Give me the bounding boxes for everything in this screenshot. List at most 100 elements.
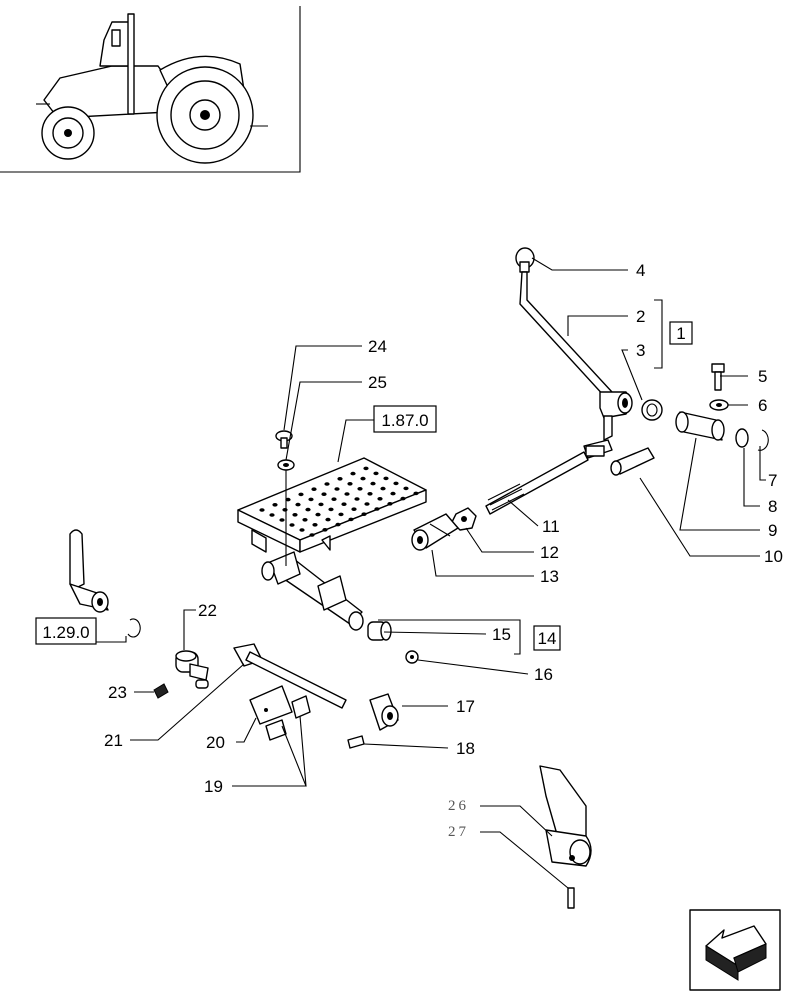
plate-hole [400,496,406,501]
plate-hole [309,533,315,537]
leader-lines [95,257,766,889]
plate-hole [363,466,369,471]
callout-18: 18 [456,739,475,758]
part-4-knob [515,247,535,273]
plate-hole [334,487,340,491]
plate-hole [282,508,288,512]
back-arrow-icon[interactable] [689,909,781,991]
plate-hole [348,517,354,522]
plate-hole [367,492,373,496]
part-22-bush [175,650,209,681]
part-5-bolt [711,363,725,391]
plate-hole [347,482,353,486]
perforated-plate [237,457,427,553]
callout-24: 24 [368,337,387,356]
plate-hole [360,476,366,481]
part-25-washer [277,459,295,471]
plate-hole [403,486,409,491]
plate-hole [298,492,304,497]
part-6-washer [709,399,729,411]
part-17-clamp [369,693,399,731]
part-19-brackets [265,695,311,741]
part-20-plate [249,685,293,725]
gear-lever-assembly [69,529,141,638]
plate-hole [374,507,380,511]
callout-27: 27 [448,824,469,840]
callout-17: 17 [456,697,475,716]
callout-5: 5 [758,367,767,386]
plate-hole [350,471,356,476]
plate-hole [377,497,383,501]
plate-hole [325,517,331,522]
plate-hole [285,497,291,502]
plate-hole [299,528,305,532]
plate-hole [337,477,343,481]
callout-19: 19 [204,777,223,796]
plate-hole [361,512,367,516]
part-23-key [153,683,169,699]
callout-8: 8 [768,497,777,516]
callout-23: 23 [108,683,127,702]
plate-hole [259,508,265,512]
plate-hole [311,487,317,492]
plate-hole [364,502,370,506]
callout-2: 2 [636,307,645,326]
plate-hole [341,502,347,507]
part-11-rod [485,439,613,515]
part-13-fork [411,513,459,551]
plate-hole [354,497,360,501]
plate-hole [302,518,308,522]
plate-hole [322,528,328,532]
part-27-pin [567,887,575,909]
callout-box-1 [669,321,693,345]
plate-hole [344,492,350,496]
plate-hole [373,471,379,476]
part-26-pedal [539,765,592,867]
plate-hole [305,507,311,512]
selector-shaft [261,551,364,631]
plate-hole [289,523,295,527]
plate-hole [351,507,357,512]
callout-13: 13 [540,567,559,586]
callout-20: 20 [206,733,225,752]
plate-hole [383,476,389,481]
tractor-thumbnail-icon [0,6,301,173]
plate-hole [357,487,363,491]
part-9-pivot [675,411,725,441]
plate-hole [308,497,314,502]
plate-hole [413,491,419,496]
callout-22: 22 [198,601,217,620]
callout-3: 3 [636,341,645,360]
plate-hole [272,503,278,507]
part-16-ring [405,650,419,664]
plate-hole [279,518,285,522]
callout-16: 16 [534,665,553,684]
plate-hole [292,513,298,517]
part-21-shift-rod [195,643,347,709]
plate-hole [295,502,301,507]
callout-25: 25 [368,373,387,392]
part-3-bushing [641,399,663,421]
plate-hole [269,513,275,517]
plate-hole [335,522,341,527]
callout-1: 1 [676,324,685,343]
callout-15: 15 [492,625,511,644]
callout-10: 10 [764,547,783,566]
plate-hole [390,491,396,496]
part-2-lever [519,271,633,441]
plate-hole [315,512,321,517]
plate-hole [331,497,337,502]
callout-7: 7 [768,471,777,490]
ref-label-1-29-0: 1.29.0 [42,623,89,642]
ref-label-1-87-0: 1.87.0 [381,411,428,430]
part-24-screw [275,430,293,449]
ref-box-1-87-0 [373,405,437,433]
part-15-bush [367,621,392,641]
callout-9: 9 [768,521,777,540]
plate-hole [312,523,318,527]
plate-hole [321,492,327,497]
part-10-clevis [610,447,655,476]
plate-hole [328,507,334,512]
part-7-clip [757,429,769,451]
